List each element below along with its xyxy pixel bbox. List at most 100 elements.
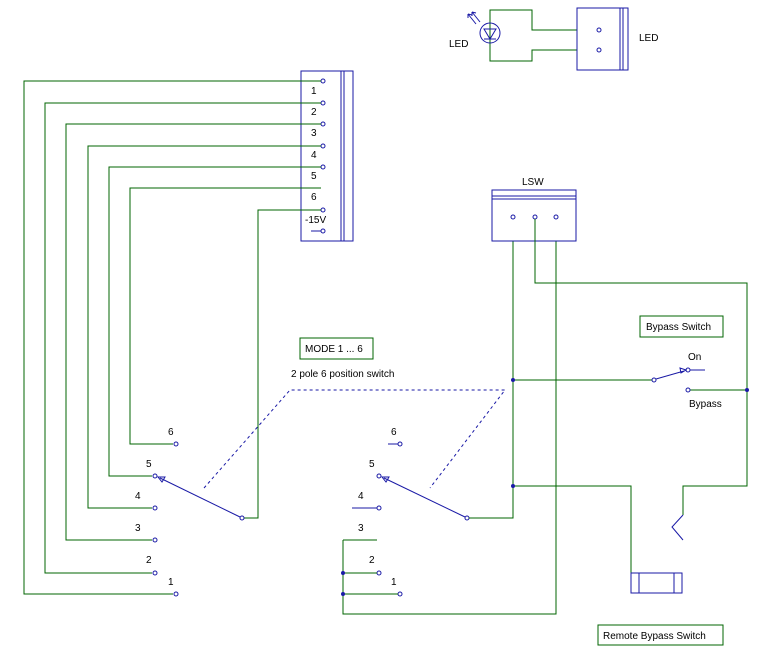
connector-pin-label: 3 <box>311 128 317 139</box>
switch-contact <box>376 505 382 511</box>
wire-pin1 <box>23 80 321 595</box>
bypass-bypass-label: Bypass <box>689 399 722 410</box>
lsw-terminal <box>553 214 559 220</box>
switch-contact <box>152 505 158 511</box>
bypass-lever <box>655 370 685 380</box>
remote-switch-body <box>630 572 683 594</box>
led-circle <box>479 22 501 44</box>
wire-junction <box>341 571 345 575</box>
connector-pin-label: 6 <box>311 192 317 203</box>
light-emission-icon <box>467 11 481 25</box>
mode-label-group: MODE 1 ... 6 2 pole 6 position switch <box>291 337 394 380</box>
switch-lever <box>159 477 241 518</box>
mode-label-box <box>299 337 374 360</box>
bypass-common-terminal <box>651 377 657 383</box>
wire-lsw-to-bypass <box>534 219 748 515</box>
lsw-connector: LSW <box>491 177 577 242</box>
led-symbol <box>467 11 501 44</box>
switch-contact <box>397 441 403 447</box>
wire-junction <box>511 378 515 382</box>
pole1-wiring <box>23 80 321 595</box>
wire-junction <box>341 592 345 596</box>
connector-pin-label: 5 <box>311 171 317 182</box>
lsw-terminal <box>510 214 516 220</box>
connector-terminal <box>320 207 326 213</box>
switch-position-label: 1 <box>168 577 174 588</box>
wire-pin3 <box>65 123 321 541</box>
switch-position-label: 1 <box>391 577 397 588</box>
led-connector <box>576 7 629 71</box>
switch-lever <box>383 477 466 518</box>
lsw-label: LSW <box>522 177 544 188</box>
switch-position-label: 6 <box>168 427 174 438</box>
mode-switch-description: 2 pole 6 position switch <box>291 369 394 380</box>
led-wires <box>489 9 597 62</box>
bypass-switch: Bypass Switch On Bypass <box>639 315 724 410</box>
wire-pin4 <box>87 145 321 509</box>
switch-contact <box>173 441 179 447</box>
switch-position-label: 3 <box>135 523 141 534</box>
connector-pin-label: -15V <box>305 215 326 226</box>
switch-contact <box>397 591 403 597</box>
bypass-bypass-terminal <box>685 387 691 393</box>
mode-switch-pole1: 6 5 4 3 2 1 <box>135 427 245 597</box>
lsw-terminal <box>532 214 538 220</box>
mode-switch-pole2: 6 5 4 3 2 1 <box>352 427 470 597</box>
connector-terminal <box>320 78 326 84</box>
switch-contact <box>152 473 158 479</box>
led-symbol-label: LED <box>449 39 468 50</box>
switch-contact <box>376 570 382 576</box>
switch-position-label: 4 <box>135 491 141 502</box>
led-diode-glyph <box>483 28 497 40</box>
wire-pole2-grounded-contacts <box>342 217 557 615</box>
switch-contact <box>376 473 382 479</box>
pole2-wiring <box>341 217 557 615</box>
switch-position-label: 6 <box>391 427 397 438</box>
switch-contact <box>152 537 158 543</box>
connector-pin-label: 4 <box>311 150 317 161</box>
bypass-switch-box <box>639 315 724 338</box>
connector-pin-label: 2 <box>311 107 317 118</box>
connector-terminal <box>320 228 326 234</box>
switch-contact <box>152 570 158 576</box>
bypass-on-label: On <box>688 352 701 363</box>
switch-position-label: 2 <box>146 555 152 566</box>
led-connector-terminal <box>596 27 602 33</box>
led-connector-terminal <box>596 47 602 53</box>
remote-switch-contact <box>671 514 684 541</box>
wire-junction <box>511 484 515 488</box>
remote-bypass-label: Remote Bypass Switch <box>603 631 706 642</box>
connector-pin-label: 1 <box>311 86 317 97</box>
wire-pole2-common <box>469 217 514 519</box>
switch-common-terminal <box>239 515 245 521</box>
wire-pin2 <box>44 102 321 574</box>
wire-to-remote-bypass <box>513 485 632 573</box>
led-section: LED LED <box>449 7 658 71</box>
remote-bypass-box <box>597 624 724 646</box>
switch-common-terminal <box>464 515 470 521</box>
switch-mechanical-linkage <box>203 389 507 489</box>
connector-terminal <box>320 100 326 106</box>
switch-position-label: 5 <box>369 459 375 470</box>
bypass-wiring <box>511 219 749 573</box>
connector-terminal <box>320 143 326 149</box>
connector-terminal <box>320 121 326 127</box>
connector-terminal <box>320 164 326 170</box>
wire-pin5 <box>108 166 321 477</box>
led-connector-label: LED <box>639 33 658 44</box>
switch-position-label: 4 <box>358 491 364 502</box>
wire-pin6 <box>129 187 321 445</box>
wire-pole2-contacts <box>343 572 398 595</box>
switch-position-label: 3 <box>358 523 364 534</box>
lever-arrow-icon <box>380 476 390 483</box>
lever-arrow-icon <box>679 367 688 374</box>
bypass-switch-label: Bypass Switch <box>646 322 711 333</box>
lever-arrow-icon <box>156 476 166 483</box>
switch-position-label: 2 <box>369 555 375 566</box>
wire-junction <box>745 388 749 392</box>
wire-common-pole1 <box>244 209 321 519</box>
remote-bypass-switch: Remote Bypass Switch <box>597 514 724 646</box>
mode-label: MODE 1 ... 6 <box>305 344 363 355</box>
main-connector: 1 2 3 4 5 6 -15V <box>300 70 354 242</box>
